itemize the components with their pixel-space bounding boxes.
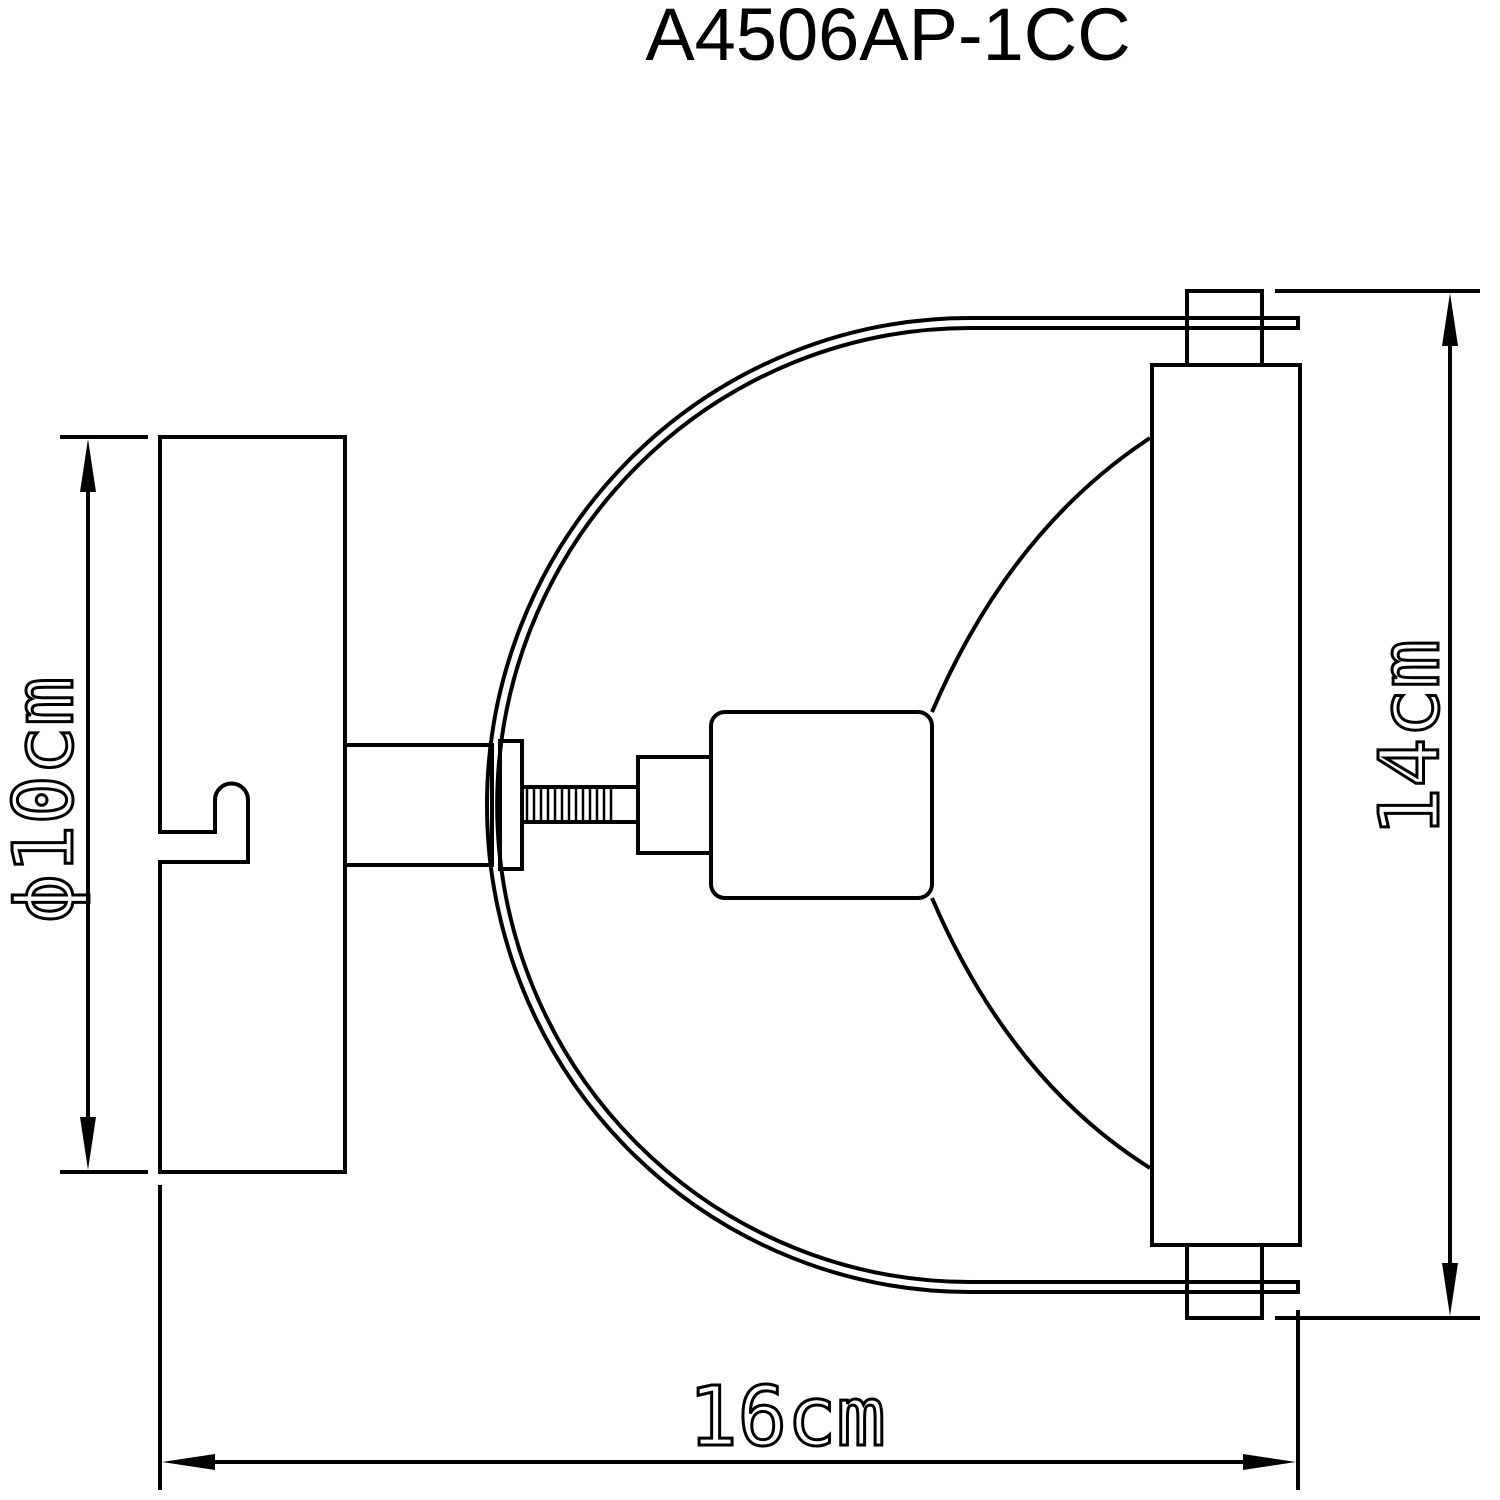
front-bezel <box>1150 363 1302 1247</box>
model-title: A4506AP-1CC <box>645 0 1130 76</box>
lampholder <box>709 710 934 900</box>
reflector-bottom <box>930 897 1152 1170</box>
height-dimension: 14cm <box>1275 289 1480 1320</box>
height-label: 14cm <box>1363 639 1458 836</box>
depth-dimension: 16cm <box>158 1185 1300 1490</box>
holder-neck <box>636 755 713 855</box>
depth-label: 16cm <box>688 1370 885 1465</box>
shade-ring <box>485 316 1300 1294</box>
wall-plate <box>158 435 347 1174</box>
diameter-dimension: ϕ10cm <box>0 435 148 1174</box>
threaded-rod <box>520 785 640 824</box>
diameter-label: ϕ10cm <box>0 677 92 924</box>
washer <box>498 739 524 871</box>
reflector-top <box>930 436 1152 713</box>
arm <box>343 743 494 867</box>
